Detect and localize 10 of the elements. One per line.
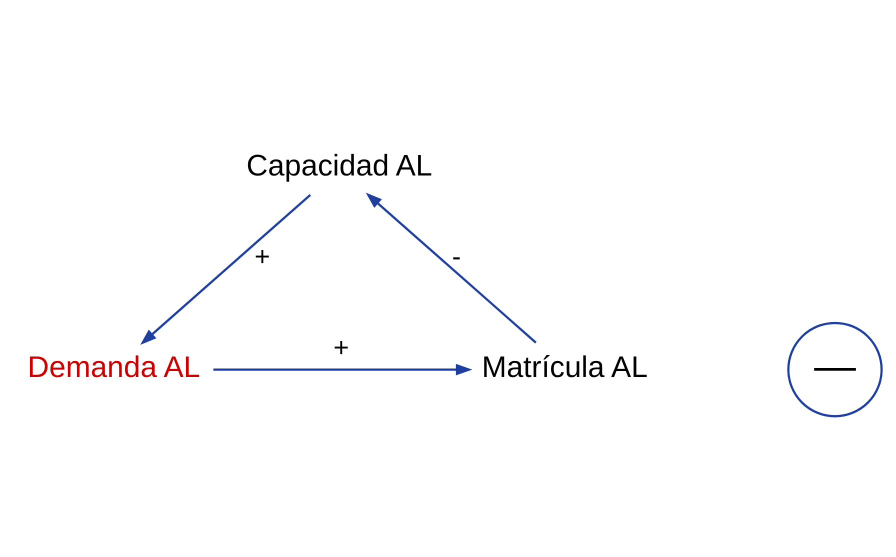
label: — xyxy=(814,342,856,389)
arrow xyxy=(140,194,312,345)
node-text: Capacidad AL xyxy=(246,149,432,182)
edge-label: + xyxy=(333,332,350,363)
arrow xyxy=(366,192,537,344)
arrow xyxy=(213,364,472,376)
node-text: Matrícula AL xyxy=(482,351,648,384)
edge-label: - xyxy=(452,241,461,272)
node-text: Demanda AL xyxy=(28,351,200,384)
edge-label: + xyxy=(254,241,270,272)
